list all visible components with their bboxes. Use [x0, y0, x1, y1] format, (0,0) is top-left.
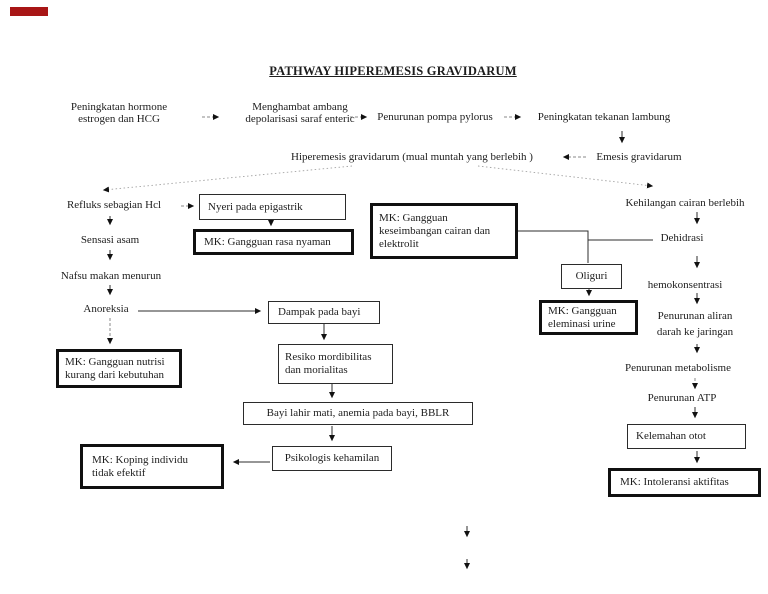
- node-penurunan-pompa-pylorus: Penurunan pompa pylorus: [377, 111, 493, 123]
- node-sensasi-asam: Sensasi asam: [80, 234, 140, 246]
- box-nyeri-epigastrik: Nyeri pada epigastrik: [199, 194, 346, 220]
- mk-box-intoleransi-aktifitas: MK: Intoleransi aktifitas: [608, 468, 761, 497]
- node-kehilangan-cairan: Kehilangan cairan berlebih: [625, 197, 745, 209]
- arrow-hiperemesis-to-refluks: [102, 165, 353, 193]
- line-cairan-to-dehidrasi: [518, 230, 653, 241]
- box-oliguri: Oliguri: [561, 264, 622, 289]
- node-peningkatan-tekanan-lambung: Peningkatan tekanan lambung: [537, 111, 671, 123]
- arrow-hiperemesis-to-kehilangan: [477, 165, 654, 189]
- node-penurunan-aliran-darah: Penurunan aliran darah ke jaringan: [656, 310, 734, 338]
- node-refluks-hcl: Refluks sebagian Hcl: [66, 199, 162, 211]
- node-hiperemesis-gravidarum: Hiperemesis gravidarum (mual muntah yang…: [291, 151, 533, 163]
- red-marker: [10, 7, 48, 16]
- node-menghambat-ambang: Menghambat ambang depolarisasi saraf ent…: [245, 101, 355, 125]
- node-emesis-gravidarum: Emesis gravidarum: [596, 151, 682, 163]
- mk-box-keseimbangan-cairan: MK: Gangguan keseimbangan cairan dan ele…: [370, 203, 518, 259]
- box-kelemahan-otot: Kelemahan otot: [627, 424, 746, 449]
- box-bayi-lahir-mati: Bayi lahir mati, anemia pada bayi, BBLR: [243, 402, 473, 425]
- node-hormone-estrogen: Peningkatan hormone estrogen dan HCG: [70, 101, 168, 125]
- box-dampak-pada-bayi: Dampak pada bayi: [268, 301, 380, 324]
- branch-lines: [102, 165, 654, 193]
- node-hemokonsentrasi: hemokonsentrasi: [647, 279, 723, 291]
- node-penurunan-atp: Penurunan ATP: [647, 392, 717, 404]
- box-resiko-mordibilitas: Resiko mordibilitas dan morialitas: [278, 344, 393, 384]
- mk-box-gangguan-rasa-nyaman: MK: Gangguan rasa nyaman: [193, 229, 354, 255]
- node-dehidrasi: Dehidrasi: [660, 232, 704, 244]
- node-penurunan-metabolisme: Penurunan metabolisme: [624, 362, 731, 374]
- mk-box-gangguan-nutrisi: MK: Gangguan nutrisi kurang dari kebutuh…: [56, 349, 182, 388]
- box-psikologis-kehamilan: Psikologis kehamilan: [272, 446, 392, 471]
- page-title: PATHWAY HIPEREMESIS GRAVIDARUM: [269, 64, 517, 78]
- node-nafsu-makan-menurun: Nafsu makan menurun: [60, 270, 162, 282]
- node-anoreksia: Anoreksia: [83, 303, 129, 315]
- mk-box-koping-individu: MK: Koping individu tidak efektif: [80, 444, 224, 489]
- mk-box-eleminasi-urine: MK: Gangguan eleminasi urine: [539, 300, 638, 335]
